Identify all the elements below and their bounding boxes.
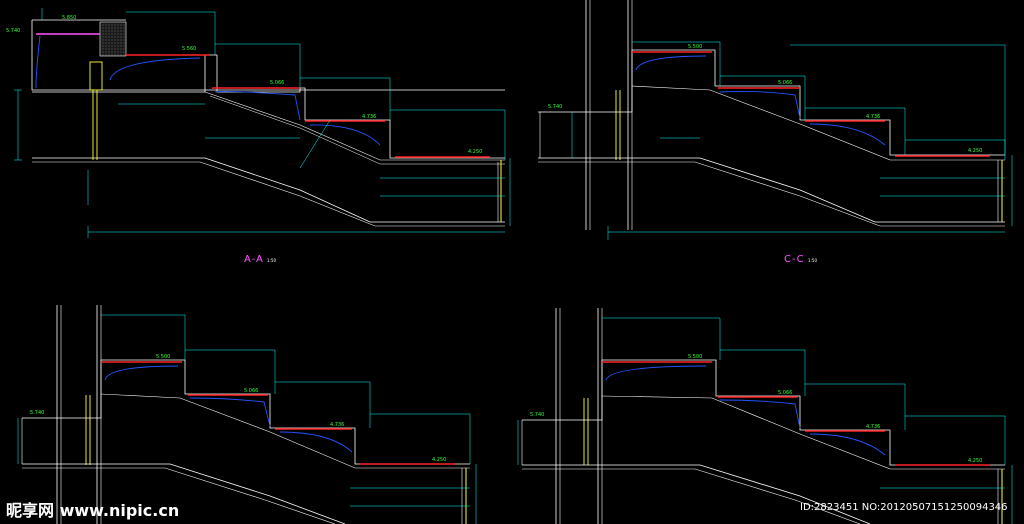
c-slab-bottom bbox=[538, 157, 1005, 223]
ll-liner-2 bbox=[189, 397, 271, 427]
a-column-head bbox=[89, 61, 103, 91]
c-level-label-3: 5.066 bbox=[778, 80, 792, 86]
ll-terrace-profile bbox=[22, 359, 470, 465]
a-slope-line bbox=[204, 91, 505, 161]
c-section-scale: 1:50 bbox=[808, 258, 817, 263]
ll-level-label-3: 5.066 bbox=[244, 388, 258, 394]
a-slab-bottom-inner bbox=[32, 161, 505, 227]
lr-level-label-5: 4.250 bbox=[968, 458, 982, 464]
lr-level-label-1: 5.740 bbox=[530, 412, 544, 418]
a-outline-upper bbox=[31, 20, 505, 91]
c-liner-3 bbox=[809, 123, 886, 146]
c-dimensions bbox=[571, 41, 1013, 240]
ll-dimensions bbox=[17, 314, 477, 524]
watermark-id: ID:2823451 NO:20120507151250094346 bbox=[800, 502, 1008, 513]
c-section-title: C-C bbox=[784, 254, 805, 265]
watermark-brand: 昵享网 www.nipic.cn bbox=[6, 501, 179, 520]
a-liner-2 bbox=[109, 57, 201, 81]
ll-level-label-2: 5.500 bbox=[156, 354, 170, 360]
c-level-label-5: 4.250 bbox=[968, 148, 982, 154]
watermark: 昵享网 www.nipic.cn ID:2823451 NO:201205071… bbox=[6, 501, 1008, 520]
a-level-label-1: 5.740 bbox=[6, 28, 20, 34]
lr-level-label-4: 4.736 bbox=[866, 424, 880, 430]
ll-level-label-1: 5.740 bbox=[30, 410, 44, 416]
section-lower-left: 5.740 5.500 5.066 4.736 4.250 bbox=[17, 305, 477, 524]
ll-liner-3 bbox=[279, 431, 353, 453]
lr-slab-bottom bbox=[522, 464, 871, 524]
a-level-label-2: 5.850 bbox=[62, 15, 76, 21]
ll-level-label-4: 4.736 bbox=[330, 422, 344, 428]
a-level-label-6: 4.250 bbox=[468, 149, 482, 155]
lr-liner-2 bbox=[719, 399, 801, 429]
lr-liner-1 bbox=[605, 365, 707, 381]
c-slab-bottom-inner bbox=[538, 161, 1005, 227]
ll-level-label-5: 4.250 bbox=[432, 457, 446, 463]
c-terrace-profile bbox=[538, 49, 1005, 156]
lr-level-label-2: 5.500 bbox=[688, 354, 702, 360]
section-c-c: 5.740 5.500 5.066 4.736 4.250 C-C 1:50 bbox=[538, 0, 1013, 265]
a-slab-bottom bbox=[32, 157, 505, 223]
ll-liner-1 bbox=[104, 365, 179, 381]
c-liner-1 bbox=[635, 55, 707, 71]
a-section-scale: 1:50 bbox=[267, 258, 276, 263]
planting-block-dots bbox=[100, 22, 126, 56]
lr-liner-3 bbox=[809, 433, 886, 456]
ll-slope-line bbox=[100, 393, 470, 469]
c-liner-2 bbox=[719, 90, 801, 119]
a-liner-1 bbox=[35, 35, 41, 89]
a-slope-line-2 bbox=[209, 95, 505, 165]
a-level-label-5: 4.736 bbox=[362, 114, 376, 120]
lr-level-label-3: 5.066 bbox=[778, 390, 792, 396]
ll-slab-bottom bbox=[22, 463, 346, 524]
a-level-label-3: 5.560 bbox=[182, 46, 196, 52]
a-level-label-4: 5.066 bbox=[270, 80, 284, 86]
section-a-a: 5.740 5.850 5.560 5.066 4.736 4.250 A-A … bbox=[6, 8, 511, 265]
a-dimensions bbox=[14, 8, 511, 238]
c-level-label-4: 4.736 bbox=[866, 114, 880, 120]
a-liner-4 bbox=[309, 124, 381, 146]
lr-terrace-profile bbox=[522, 359, 1005, 466]
a-terrace-profile bbox=[32, 54, 505, 159]
lr-slope-line bbox=[601, 395, 1005, 470]
c-slope-line bbox=[631, 85, 1005, 161]
c-level-label-1: 5.740 bbox=[548, 104, 562, 110]
section-lower-right: 5.740 5.500 5.066 4.736 4.250 bbox=[517, 308, 1013, 524]
lr-slab-bottom-inner bbox=[522, 468, 861, 524]
a-section-title: A-A bbox=[244, 254, 264, 265]
c-level-label-2: 5.500 bbox=[688, 44, 702, 50]
lr-dimensions bbox=[517, 317, 1013, 524]
ll-slab-bottom-inner bbox=[22, 467, 336, 524]
a-liner-3 bbox=[214, 90, 301, 121]
